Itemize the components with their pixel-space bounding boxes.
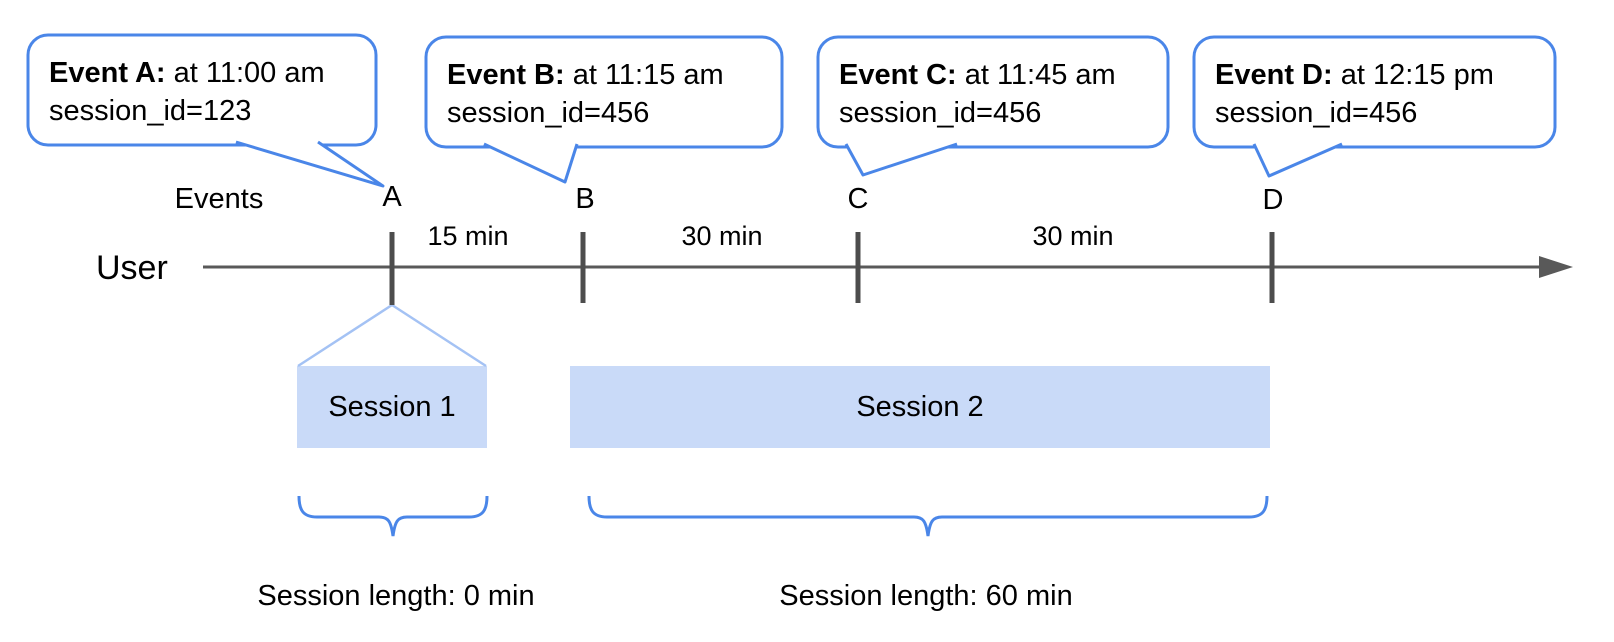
callout-c-title: Event C: — [839, 59, 957, 91]
session-1-bar — [297, 366, 487, 448]
session-1-fan-line-right — [391, 303, 487, 368]
session-1-length-label: Session length: 0 min — [257, 580, 535, 612]
callout-b-title: Event B: — [447, 59, 565, 91]
tick-label-c: C — [847, 183, 869, 215]
callout-c-line1: Event C: at 11:45 am — [839, 56, 1116, 94]
callout-b-time: at 11:15 am — [564, 59, 724, 91]
session-1-label: Session 1 — [328, 391, 456, 423]
callout-tail-c — [844, 142, 958, 177]
session-2-length-label: Session length: 60 min — [779, 580, 1073, 612]
callout-bubble-c — [816, 35, 1170, 149]
session-2-label: Session 2 — [856, 391, 984, 423]
session-1-brace — [297, 495, 489, 537]
callout-c-session-id: session_id=456 — [839, 97, 1042, 129]
session-2-brace — [587, 495, 1269, 537]
tick-label-d: D — [1262, 184, 1284, 216]
callout-a-line1: Event A: at 11:00 am — [49, 54, 325, 92]
callout-text-event-c: Event C: at 11:45 am session_id=456 — [839, 56, 1116, 132]
gap-label-c-d: 30 min — [1032, 221, 1114, 251]
gap-label-b-c: 30 min — [681, 221, 763, 251]
gap-label-a-b: 15 min — [427, 221, 509, 251]
callout-d-session-id: session_id=456 — [1215, 97, 1418, 129]
callout-text-event-d: Event D: at 12:15 pm session_id=456 — [1215, 56, 1494, 132]
tick-label-a: A — [382, 181, 402, 213]
user-axis-label: User — [96, 249, 168, 287]
callout-text-event-a: Event A: at 11:00 am session_id=123 — [49, 54, 325, 130]
timeline-arrowhead-icon — [1539, 256, 1573, 278]
callout-text-event-b: Event B: at 11:15 am session_id=456 — [447, 56, 724, 132]
session-1-fan-line-left — [297, 303, 393, 368]
callout-a-session-id: session_id=123 — [49, 95, 252, 127]
callout-tail-d — [1252, 142, 1343, 178]
callout-b-session-id: session_id=456 — [447, 97, 650, 129]
callout-d-title: Event D: — [1215, 59, 1333, 91]
callout-b-line1: Event B: at 11:15 am — [447, 56, 724, 94]
tick-label-b: B — [575, 183, 595, 215]
callout-bubble-d — [1192, 35, 1557, 149]
session-2-bar — [570, 366, 1270, 448]
callout-bubble-a — [26, 33, 378, 147]
callout-d-line1: Event D: at 12:15 pm — [1215, 56, 1494, 94]
callout-tail-a — [235, 140, 385, 188]
callout-d-time: at 12:15 pm — [1332, 59, 1494, 91]
callout-tail-b — [483, 142, 579, 184]
callout-c-time: at 11:45 am — [956, 59, 1116, 91]
callout-a-title: Event A: — [49, 57, 166, 89]
callout-bubble-b — [424, 35, 784, 149]
events-axis-label: Events — [174, 183, 264, 215]
callout-a-time: at 11:00 am — [165, 57, 325, 89]
